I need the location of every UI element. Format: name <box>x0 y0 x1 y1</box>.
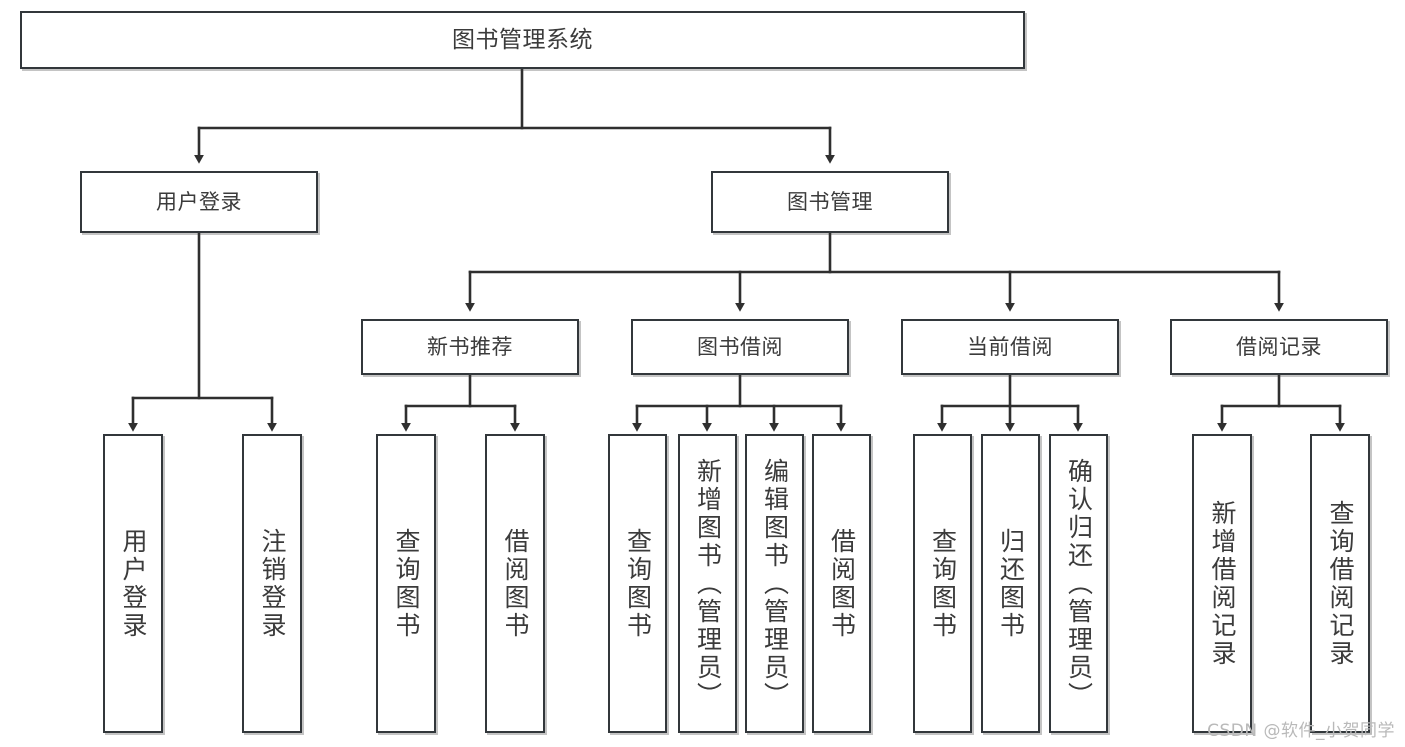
node-label: 新增借阅记录 <box>1208 499 1237 668</box>
node-label: 查询图书 <box>392 527 421 640</box>
node-book-management[interactable]: 图书管理 <box>711 171 949 233</box>
node-label: 注销登录 <box>258 527 287 640</box>
node-label: 图书管理 <box>787 189 873 214</box>
node-leaf-borrow-book[interactable]: 借阅图书 <box>812 434 871 733</box>
node-label: 查询借阅记录 <box>1326 499 1355 668</box>
node-user-login[interactable]: 用户登录 <box>80 171 318 233</box>
node-label: 借阅记录 <box>1236 334 1322 359</box>
node-leaf-add-book-admin[interactable]: 新增图书（管理员） <box>678 434 737 733</box>
node-label: 归还图书 <box>996 527 1026 640</box>
node-leaf-edit-book-admin[interactable]: 编辑图书（管理员） <box>745 434 804 733</box>
node-leaf-query-book-borrow[interactable]: 查询图书 <box>608 434 667 733</box>
node-label: 借阅图书 <box>501 527 530 640</box>
node-label: 用户登录 <box>156 189 242 214</box>
node-leaf-return-book[interactable]: 归还图书 <box>981 434 1040 733</box>
node-label: 图书管理系统 <box>452 26 593 53</box>
node-leaf-query-borrow-record[interactable]: 查询借阅记录 <box>1310 434 1370 733</box>
node-leaf-confirm-return-admin[interactable]: 确认归还（管理员） <box>1049 434 1108 733</box>
node-label: 查询图书 <box>623 527 653 640</box>
node-label: 当前借阅 <box>967 334 1053 359</box>
node-book-borrow[interactable]: 图书借阅 <box>631 319 849 375</box>
node-leaf-query-book-recommend[interactable]: 查询图书 <box>376 434 436 733</box>
node-leaf-query-book-current[interactable]: 查询图书 <box>913 434 972 733</box>
node-leaf-borrow-book-recommend[interactable]: 借阅图书 <box>485 434 545 733</box>
node-new-book-recommend[interactable]: 新书推荐 <box>361 319 579 375</box>
node-leaf-user-login[interactable]: 用户登录 <box>103 434 163 733</box>
node-leaf-user-logout[interactable]: 注销登录 <box>242 434 302 733</box>
node-label: 编辑图书（管理员） <box>760 457 790 710</box>
node-label: 查询图书 <box>928 527 958 640</box>
node-label: 用户登录 <box>119 527 148 640</box>
node-borrow-record[interactable]: 借阅记录 <box>1170 319 1388 375</box>
node-label: 借阅图书 <box>827 527 857 640</box>
node-current-borrow[interactable]: 当前借阅 <box>901 319 1119 375</box>
node-label: 新增图书（管理员） <box>693 457 723 710</box>
node-label: 确认归还（管理员） <box>1064 457 1094 710</box>
node-label: 新书推荐 <box>427 334 513 359</box>
node-leaf-add-borrow-record[interactable]: 新增借阅记录 <box>1192 434 1252 733</box>
node-label: 图书借阅 <box>697 334 783 359</box>
node-root-book-management-system[interactable]: 图书管理系统 <box>20 11 1025 69</box>
